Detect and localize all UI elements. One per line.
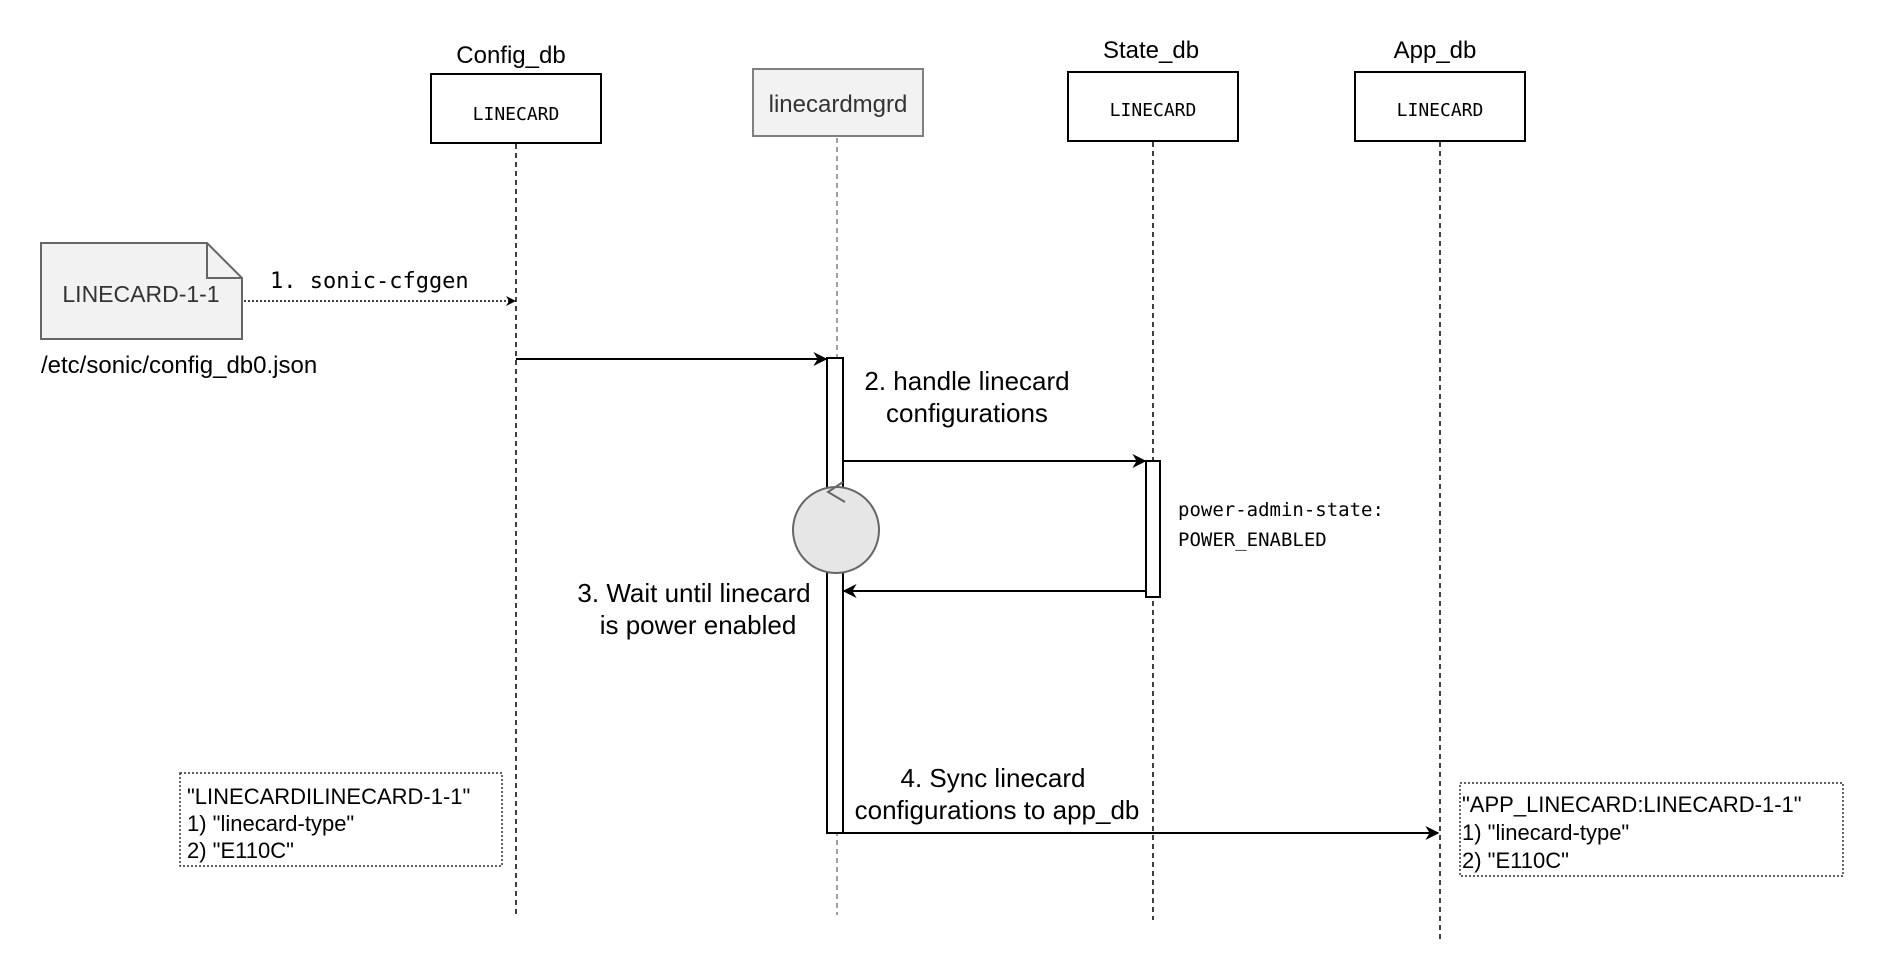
state-db-box xyxy=(1067,71,1239,142)
app-note-box xyxy=(1459,782,1844,877)
linecardmgrd-activation xyxy=(826,357,844,834)
message-3-label-line2: is power enabled xyxy=(600,610,797,640)
wait-loop-icon xyxy=(792,486,880,574)
config-note-line3: 2) "E110C" xyxy=(187,838,294,863)
config-note-line1: "LINECARDILINECARD-1-1" xyxy=(187,784,470,809)
state-db-title: State_db xyxy=(1103,37,1199,64)
config-db-box-label: LINECARD xyxy=(473,104,560,125)
message-1-label: 1. sonic-cfggen xyxy=(270,269,469,294)
message-4-label-line2: configurations to app_db xyxy=(855,795,1140,825)
app-db-box xyxy=(1354,71,1526,142)
state-note-line1: power-admin-state: xyxy=(1178,499,1384,521)
state-note-line2: POWER_ENABLED xyxy=(1178,529,1327,551)
linecardmgrd-box xyxy=(752,68,924,137)
source-file-path: /etc/sonic/config_db0.json xyxy=(41,352,317,379)
source-file-note-fold xyxy=(206,243,242,279)
app-note-line1: "APP_LINECARD:LINECARD-1-1" xyxy=(1462,792,1802,817)
source-file-note-label: LINECARD-1-1 xyxy=(62,281,219,307)
config-db-title: Config_db xyxy=(456,42,565,69)
source-file-note xyxy=(40,242,243,340)
app-db-box-label: LINECARD xyxy=(1397,100,1484,121)
config-note-line2: 1) "linecard-type" xyxy=(187,811,354,836)
config-db-box xyxy=(430,73,602,144)
message-3-label-line1: 3. Wait until linecard xyxy=(577,578,810,608)
app-db-title: App_db xyxy=(1394,37,1477,64)
app-note-line2: 1) "linecard-type" xyxy=(1462,820,1629,845)
state-db-activation xyxy=(1145,460,1161,598)
message-2-label-line1: 2. handle linecard xyxy=(864,366,1069,396)
message-2-label-line2: configurations xyxy=(886,398,1048,428)
linecardmgrd-box-label: linecardmgrd xyxy=(769,91,908,118)
wait-loop-tick xyxy=(826,481,846,503)
message-4-label-line1: 4. Sync linecard xyxy=(901,763,1086,793)
app-note-line3: 2) "E110C" xyxy=(1462,848,1569,873)
config-note-box xyxy=(179,772,503,867)
state-db-box-label: LINECARD xyxy=(1110,100,1197,121)
